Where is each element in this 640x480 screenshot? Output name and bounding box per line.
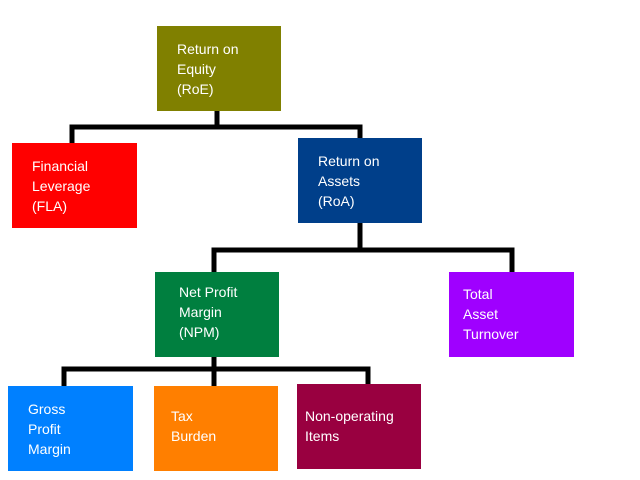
node-label: Tax Burden (171, 408, 217, 444)
node-label: Gross Profit Margin (28, 401, 71, 457)
node-label: Financial Leverage (FLA) (32, 158, 91, 214)
node-net-profit-margin: Net Profit Margin (NPM) (155, 272, 279, 357)
node-total-asset-turnover: Total Asset Turnover (449, 272, 574, 357)
node-tax-burden: Tax Burden (154, 386, 278, 471)
node-label: Net Profit Margin (NPM) (179, 284, 238, 340)
node-label: Return on Equity (RoE) (177, 41, 239, 97)
node-return-on-assets: Return on Assets (RoA) (298, 138, 422, 223)
node-financial-leverage: Financial Leverage (FLA) (12, 143, 137, 228)
node-return-on-equity: Return on Equity (RoE) (157, 26, 281, 111)
node-label: Non-operating Items (305, 408, 394, 444)
node-gross-profit-margin: Gross Profit Margin (8, 386, 133, 471)
node-label: Return on Assets (RoA) (318, 153, 380, 209)
node-non-operating-items: Non-operating Items (297, 384, 421, 469)
node-label: Total Asset Turnover (463, 286, 519, 342)
